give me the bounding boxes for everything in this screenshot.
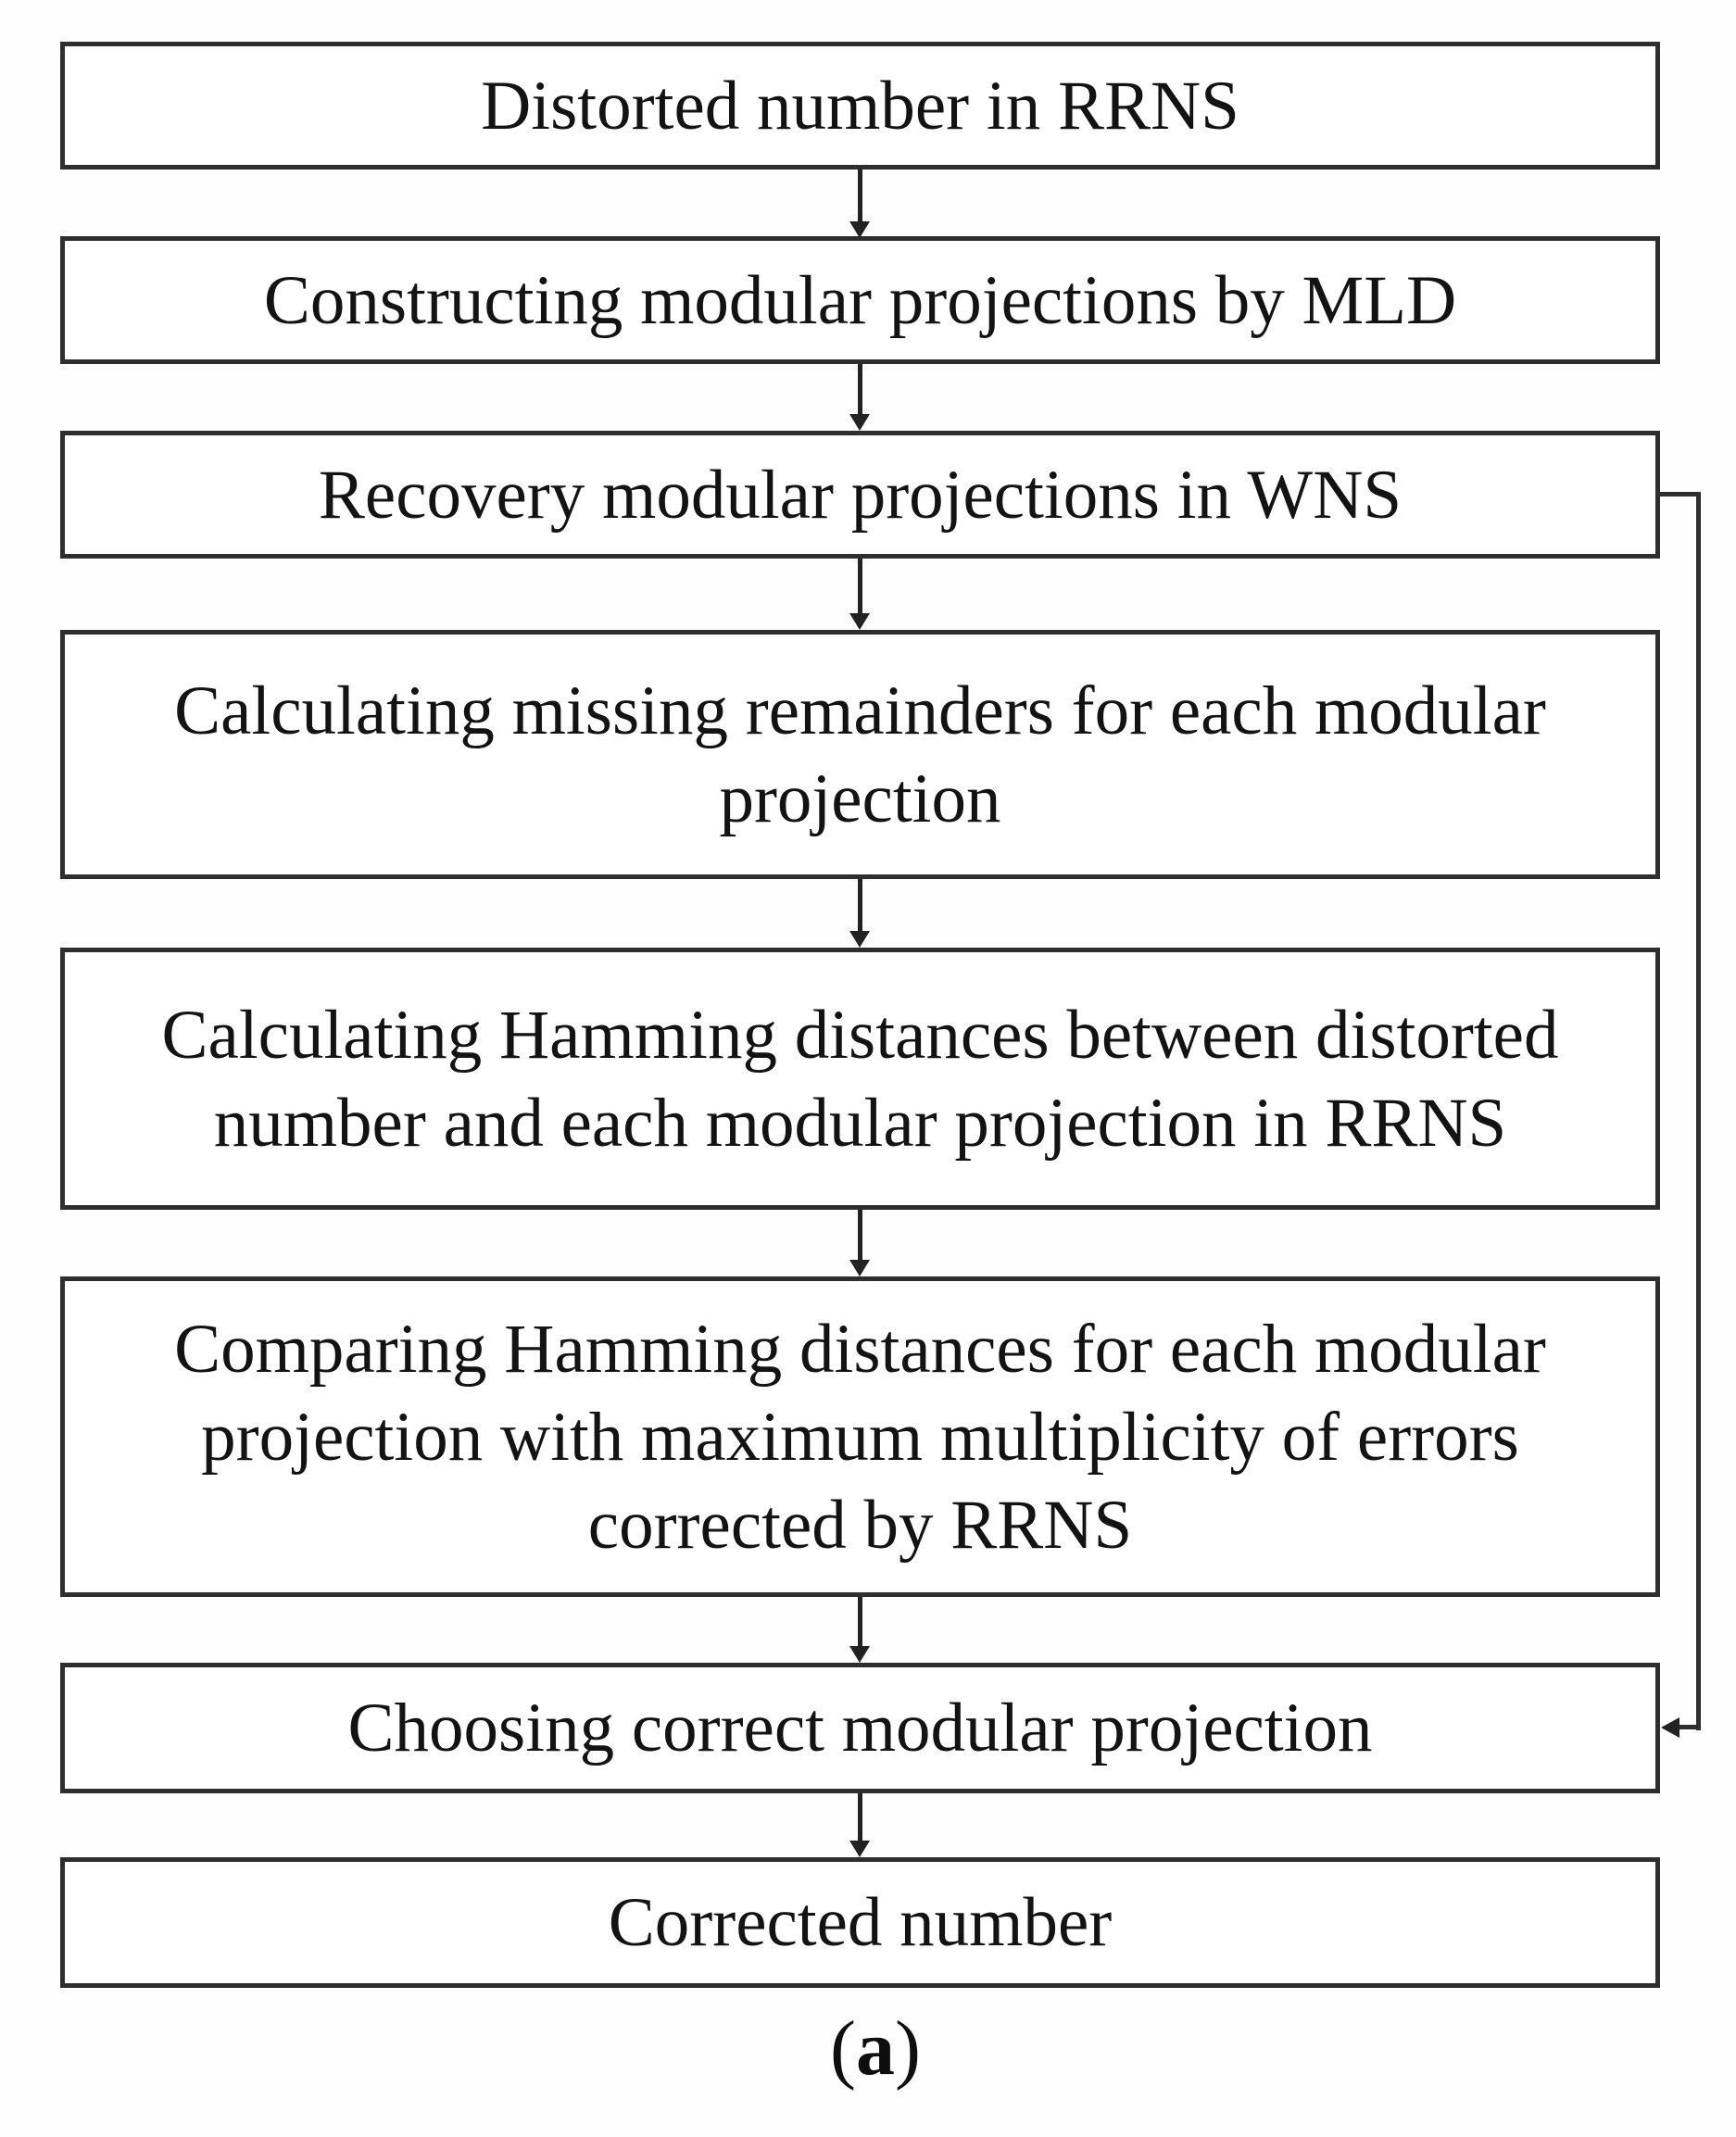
flow-box-constructing-projections: Constructing modular projections by MLD — [60, 236, 1660, 364]
arrow-down-icon — [849, 1646, 870, 1663]
flow-box-distorted-number: Distorted number in RRNS — [60, 42, 1660, 170]
caption-close-paren: ) — [895, 2005, 921, 2092]
flow-arrow-stem-7 — [858, 1793, 862, 1842]
figure-caption: (a) — [783, 2003, 968, 2095]
flow-box-recovery-projections: Recovery modular projections in WNS — [60, 431, 1660, 559]
caption-open-paren: ( — [830, 2005, 856, 2092]
flow-arrow-stem-1 — [858, 170, 862, 222]
flow-box-calc-hamming-distances: Calculating Hamming distances between di… — [60, 948, 1660, 1210]
bypass-line-vertical — [1696, 492, 1701, 1730]
arrow-down-icon — [849, 613, 870, 630]
flow-box-calc-missing-remainders: Calculating missing remainders for each … — [60, 630, 1660, 879]
arrow-down-icon — [849, 414, 870, 431]
arrow-left-icon — [1661, 1717, 1679, 1738]
flow-arrow-stem-4 — [858, 879, 862, 932]
arrow-down-icon — [849, 1841, 870, 1857]
bypass-line-bottom — [1678, 1725, 1701, 1729]
flow-arrow-stem-6 — [858, 1597, 862, 1647]
flow-arrow-stem-3 — [858, 559, 862, 614]
caption-letter: a — [856, 2005, 895, 2092]
arrow-down-icon — [849, 1260, 870, 1276]
bypass-line-top — [1660, 492, 1701, 497]
flow-arrow-stem-2 — [858, 364, 862, 415]
arrow-down-icon — [849, 931, 870, 948]
flow-arrow-stem-5 — [858, 1210, 862, 1261]
flow-box-corrected-number: Corrected number — [60, 1857, 1660, 1988]
arrow-down-icon — [849, 221, 870, 238]
flow-box-choose-projection: Choosing correct modular projection — [60, 1663, 1660, 1793]
flow-box-compare-hamming-distances: Comparing Hamming distances for each mod… — [60, 1276, 1660, 1597]
